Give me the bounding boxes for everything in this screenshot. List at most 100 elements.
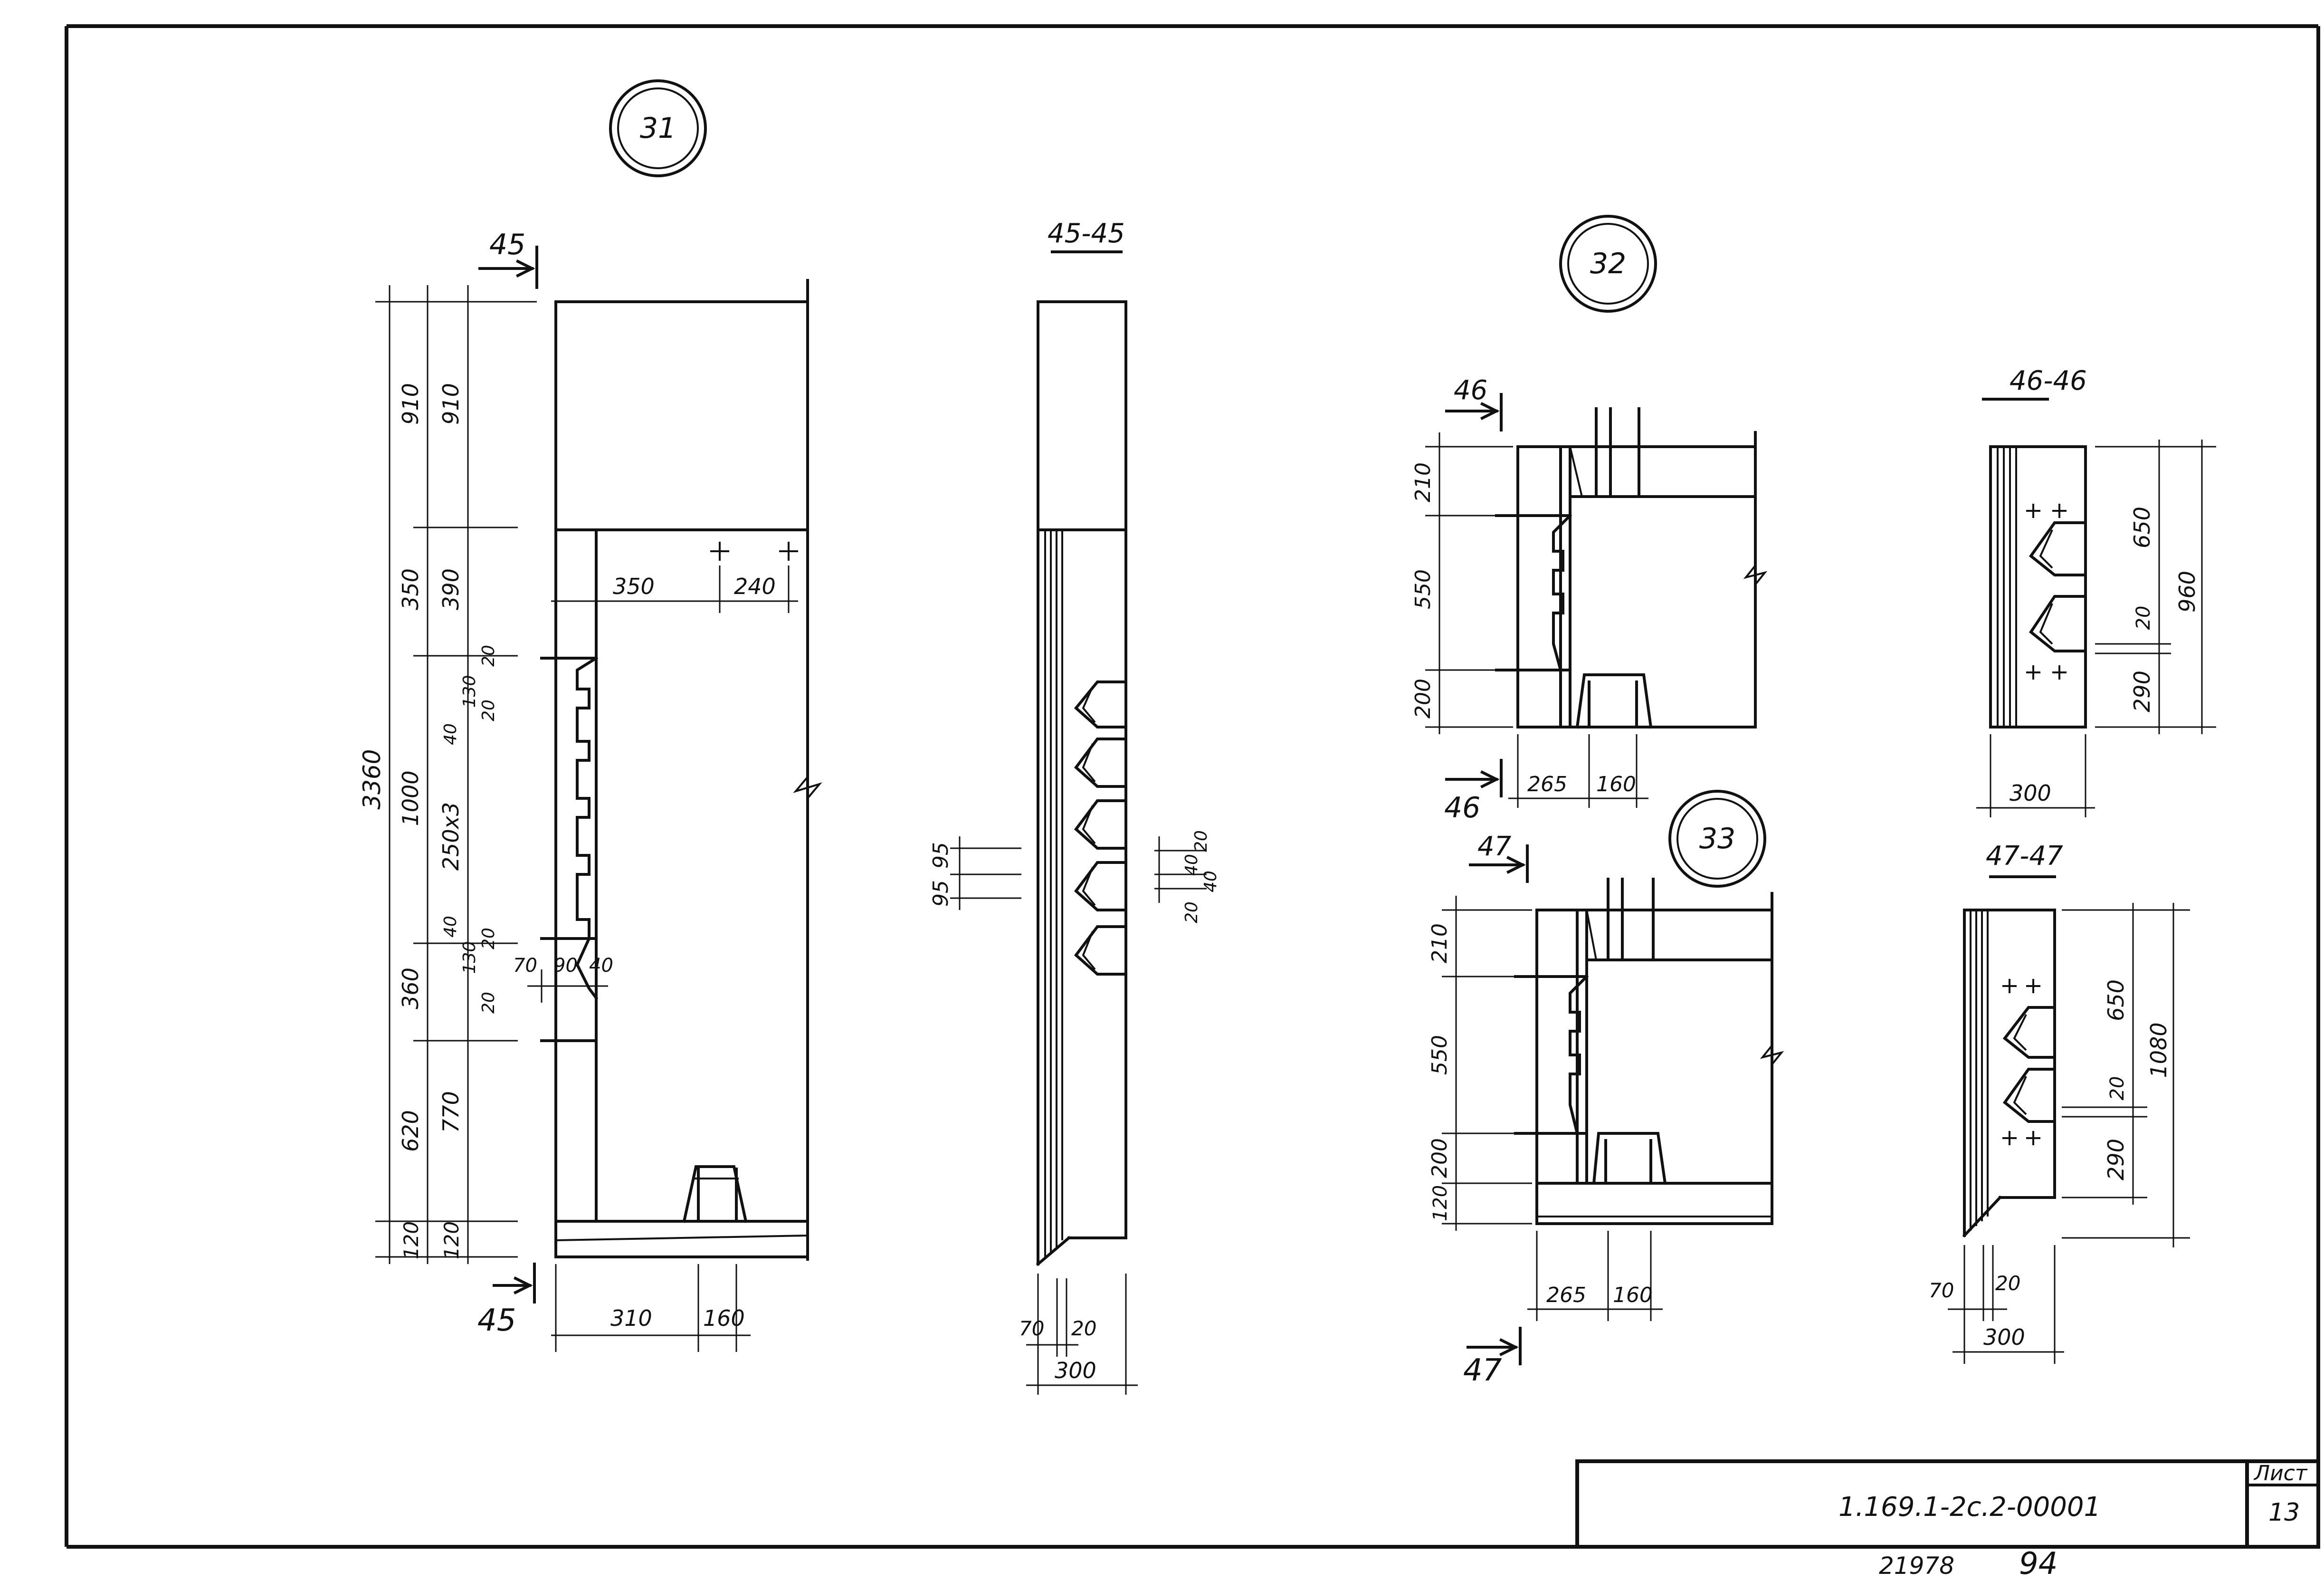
svg-text:390: 390 [438, 568, 464, 610]
sheet-label: Лист [2253, 1461, 2308, 1485]
svg-text:45: 45 [477, 1303, 516, 1338]
svg-text:620: 620 [398, 1110, 423, 1152]
title-block: Лист 13 1.169.1-2с.2-00001 21978 94 [1575, 1459, 2320, 1581]
svg-text:20: 20 [2106, 1076, 2128, 1101]
svg-text:45-45: 45-45 [1048, 218, 1125, 249]
svg-text:910: 910 [438, 383, 464, 425]
svg-text:300: 300 [1983, 1324, 2025, 1350]
svg-text:40: 40 [441, 916, 460, 938]
svg-text:290: 290 [2103, 1139, 2129, 1180]
svg-text:360: 360 [398, 968, 423, 1009]
svg-text:120: 120 [440, 1221, 463, 1259]
svg-text:70: 70 [513, 955, 537, 977]
section-46-46: 46-46 650 20 290 960 300 [1976, 365, 2216, 817]
rib-v5 [1074, 925, 1127, 976]
svg-text:20: 20 [2133, 606, 2154, 630]
svg-text:650: 650 [2129, 507, 2155, 548]
section-arrow-45-bottom: 45 [477, 1263, 536, 1338]
svg-text:20: 20 [1071, 1317, 1096, 1340]
svg-text:290: 290 [2129, 671, 2155, 712]
svg-text:350: 350 [398, 568, 423, 610]
archive-number: 21978 [1879, 1552, 1954, 1580]
svg-text:46-46: 46-46 [2010, 365, 2087, 396]
marker-32: 32 [1559, 215, 1657, 313]
section-arrow-47-top: 47 [1469, 831, 1529, 883]
svg-text:200: 200 [1428, 1138, 1452, 1178]
svg-text:1080: 1080 [2146, 1022, 2172, 1078]
section-arrow-46-bottom: 46 [1444, 759, 1503, 824]
svg-text:40: 40 [589, 955, 613, 977]
section-45-45: 45-45 [929, 218, 1220, 1395]
svg-text:47: 47 [1477, 831, 1512, 862]
svg-text:250x3: 250x3 [438, 802, 464, 871]
rib-v4 [1074, 861, 1127, 911]
sheet-frame [65, 24, 2320, 1549]
svg-text:120: 120 [1429, 1185, 1451, 1221]
svg-text:45: 45 [489, 228, 525, 261]
view-33: 210 550 200 120 265 160 47 47 [1428, 831, 1784, 1388]
document-code: 1.169.1-2с.2-00001 [1838, 1492, 2101, 1523]
svg-text:120: 120 [400, 1221, 423, 1259]
view-31-vertical-dims: 3360 910 910 350 390 1000 250x3 360 620 … [358, 285, 537, 1264]
svg-text:160: 160 [703, 1305, 745, 1331]
svg-text:650: 650 [2103, 979, 2129, 1021]
svg-text:3360: 3360 [358, 749, 386, 809]
svg-text:46: 46 [1444, 791, 1480, 824]
rib-v2 [1074, 738, 1127, 788]
view-32: 210 550 200 265 160 46 46 [1411, 375, 1768, 824]
svg-text:300: 300 [1055, 1358, 1096, 1383]
anchor-crosses-46 [2026, 504, 2067, 680]
svg-text:31: 31 [640, 112, 676, 145]
svg-text:160: 160 [1596, 772, 1636, 796]
svg-text:1000: 1000 [398, 770, 423, 826]
svg-text:33: 33 [1699, 822, 1735, 855]
svg-text:200: 200 [1411, 679, 1435, 719]
svg-text:47-47: 47-47 [1986, 841, 2063, 872]
svg-text:265: 265 [1527, 772, 1567, 796]
rib-v3 [1074, 799, 1127, 850]
view-31-elevation: 350 240 310 160 70 90 40 3360 910 910 [358, 228, 822, 1352]
svg-text:20: 20 [479, 645, 498, 667]
svg-text:95: 95 [929, 842, 953, 869]
svg-text:130: 130 [460, 941, 479, 974]
section-arrow-45-top: 45 [478, 228, 538, 289]
svg-text:770: 770 [438, 1091, 464, 1133]
svg-text:350: 350 [613, 574, 655, 599]
section-arrow-46-top: 46 [1445, 375, 1503, 431]
section-47-47: 47-47 650 20 290 1080 [1929, 841, 2190, 1364]
sheet-number: 13 [2268, 1498, 2300, 1527]
anchor-crosses-47 [2002, 979, 2040, 1145]
svg-text:550: 550 [1411, 569, 1435, 609]
svg-text:95: 95 [929, 880, 953, 907]
svg-text:20: 20 [1182, 901, 1201, 923]
svg-text:47: 47 [1463, 1353, 1502, 1388]
svg-text:32: 32 [1590, 247, 1626, 280]
svg-text:240: 240 [734, 574, 776, 599]
svg-text:210: 210 [1428, 923, 1452, 963]
svg-text:40: 40 [1201, 871, 1220, 892]
svg-text:90: 90 [553, 955, 578, 977]
svg-text:210: 210 [1411, 462, 1435, 502]
svg-text:960: 960 [2174, 571, 2200, 613]
archive-suffix: 94 [2019, 1546, 2057, 1581]
svg-text:20: 20 [479, 699, 498, 721]
section-arrow-47-bottom: 47 [1463, 1327, 1522, 1388]
svg-text:40: 40 [1182, 854, 1201, 876]
svg-text:20: 20 [1995, 1272, 2020, 1295]
svg-text:70: 70 [1929, 1279, 1954, 1302]
svg-text:265: 265 [1546, 1283, 1586, 1307]
svg-text:20: 20 [479, 992, 498, 1014]
svg-text:310: 310 [610, 1305, 652, 1331]
svg-text:160: 160 [1613, 1283, 1653, 1307]
marker-31: 31 [609, 79, 707, 177]
svg-text:910: 910 [398, 383, 423, 425]
svg-text:20: 20 [479, 928, 498, 949]
svg-text:40: 40 [441, 723, 460, 745]
svg-text:130: 130 [460, 675, 479, 708]
svg-text:70: 70 [1019, 1317, 1044, 1340]
svg-text:46: 46 [1454, 375, 1487, 406]
svg-text:550: 550 [1428, 1035, 1452, 1075]
rib-v1 [1074, 680, 1127, 728]
svg-text:20: 20 [1191, 830, 1211, 852]
